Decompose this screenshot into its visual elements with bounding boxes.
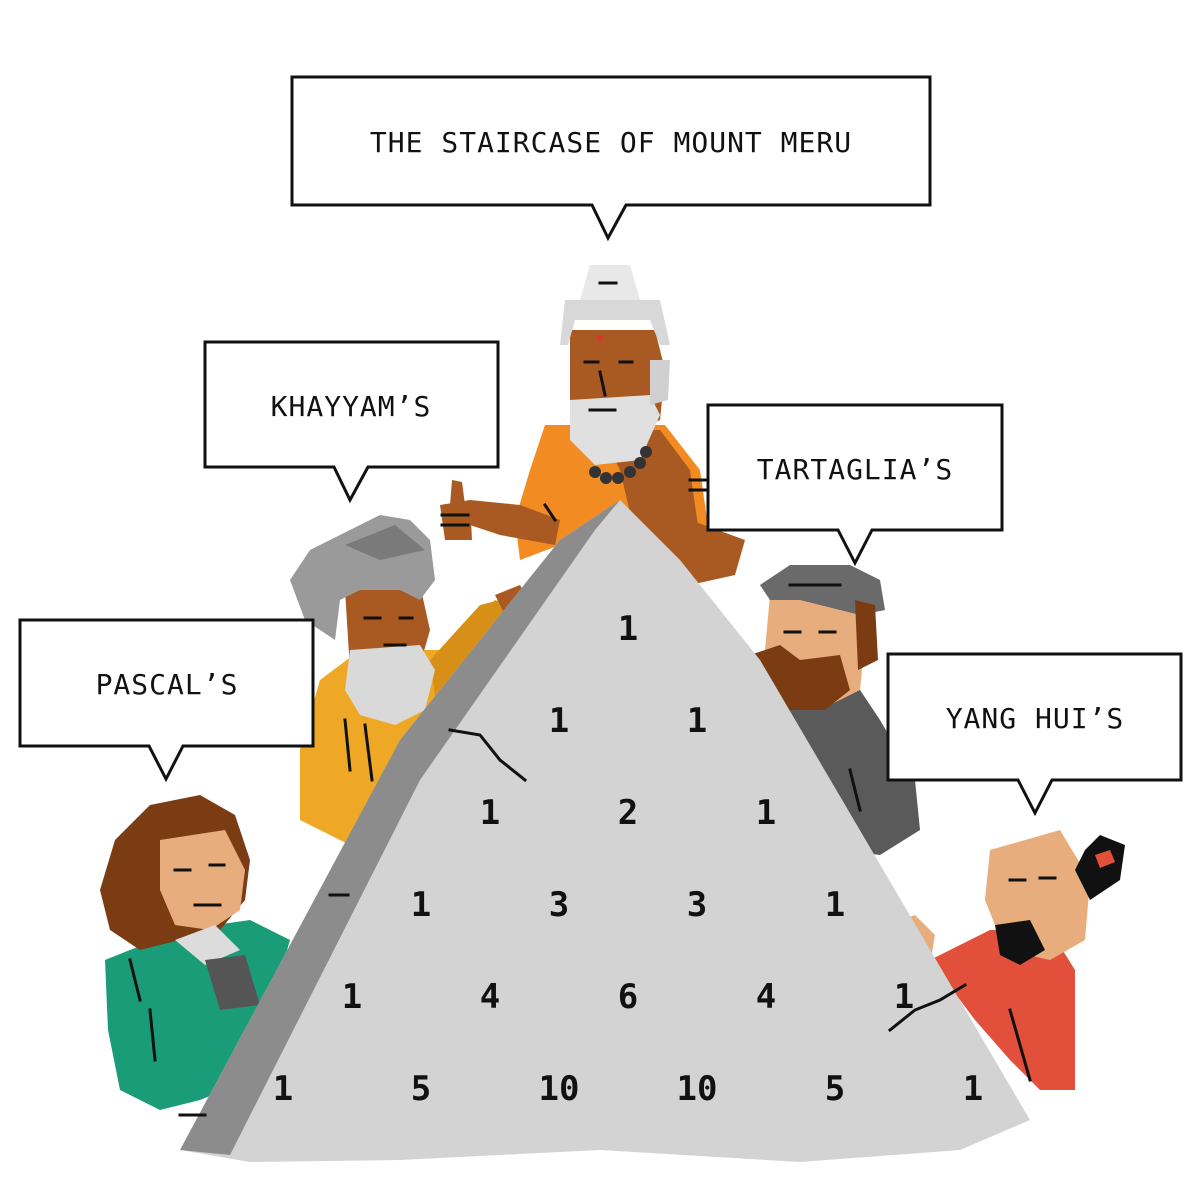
bubble-khayyam-text: KHAYYAM’S <box>271 390 432 423</box>
mountain-edge <box>180 500 620 1155</box>
bubble-tartaglia: TARTAGLIA’S <box>706 403 1004 567</box>
triangle-number: 4 <box>756 977 776 1017</box>
triangle-number: 1 <box>618 609 638 649</box>
triangle-number: 1 <box>342 977 362 1017</box>
bubble-pascal: PASCAL’S <box>18 618 315 783</box>
triangle-number: 3 <box>549 885 569 925</box>
triangle-number: 2 <box>618 793 638 833</box>
triangle-numbers: 1 1 1 1 2 1 1 3 3 1 1 4 6 4 1 1 5 10 10 5 1 <box>273 609 983 1109</box>
bubble-top-text: THE STAIRCASE OF MOUNT MERU <box>370 126 852 159</box>
mountain <box>178 500 1030 1162</box>
bubble-khayyam: KHAYYAM’S <box>203 340 500 504</box>
triangle-number: 10 <box>539 1069 580 1109</box>
triangle-number: 5 <box>411 1069 431 1109</box>
triangle-number: 1 <box>963 1069 983 1109</box>
bubble-top: THE STAIRCASE OF MOUNT MERU <box>290 75 932 242</box>
mountain-body <box>180 500 1030 1162</box>
triangle-number: 1 <box>549 701 569 741</box>
bubble-tartaglia-text: TARTAGLIA’S <box>757 453 953 486</box>
bubble-yanghui: YANG HUI’S <box>886 652 1183 817</box>
pascal-figure <box>100 795 325 1110</box>
triangle-number: 10 <box>677 1069 718 1109</box>
triangle-number: 1 <box>894 977 914 1017</box>
bubble-yanghui-text: YANG HUI’S <box>946 702 1125 735</box>
triangle-number: 6 <box>618 977 638 1017</box>
triangle-number: 1 <box>756 793 776 833</box>
triangle-number: 5 <box>825 1069 845 1109</box>
meru-sage-figure <box>440 265 745 585</box>
triangle-number: 1 <box>411 885 431 925</box>
bubble-pascal-text: PASCAL’S <box>96 668 239 701</box>
triangle-number: 1 <box>273 1069 293 1109</box>
triangle-number: 1 <box>480 793 500 833</box>
triangle-number: 4 <box>480 977 500 1017</box>
triangle-number: 1 <box>687 701 707 741</box>
triangle-number: 3 <box>687 885 707 925</box>
triangle-number: 1 <box>825 885 845 925</box>
